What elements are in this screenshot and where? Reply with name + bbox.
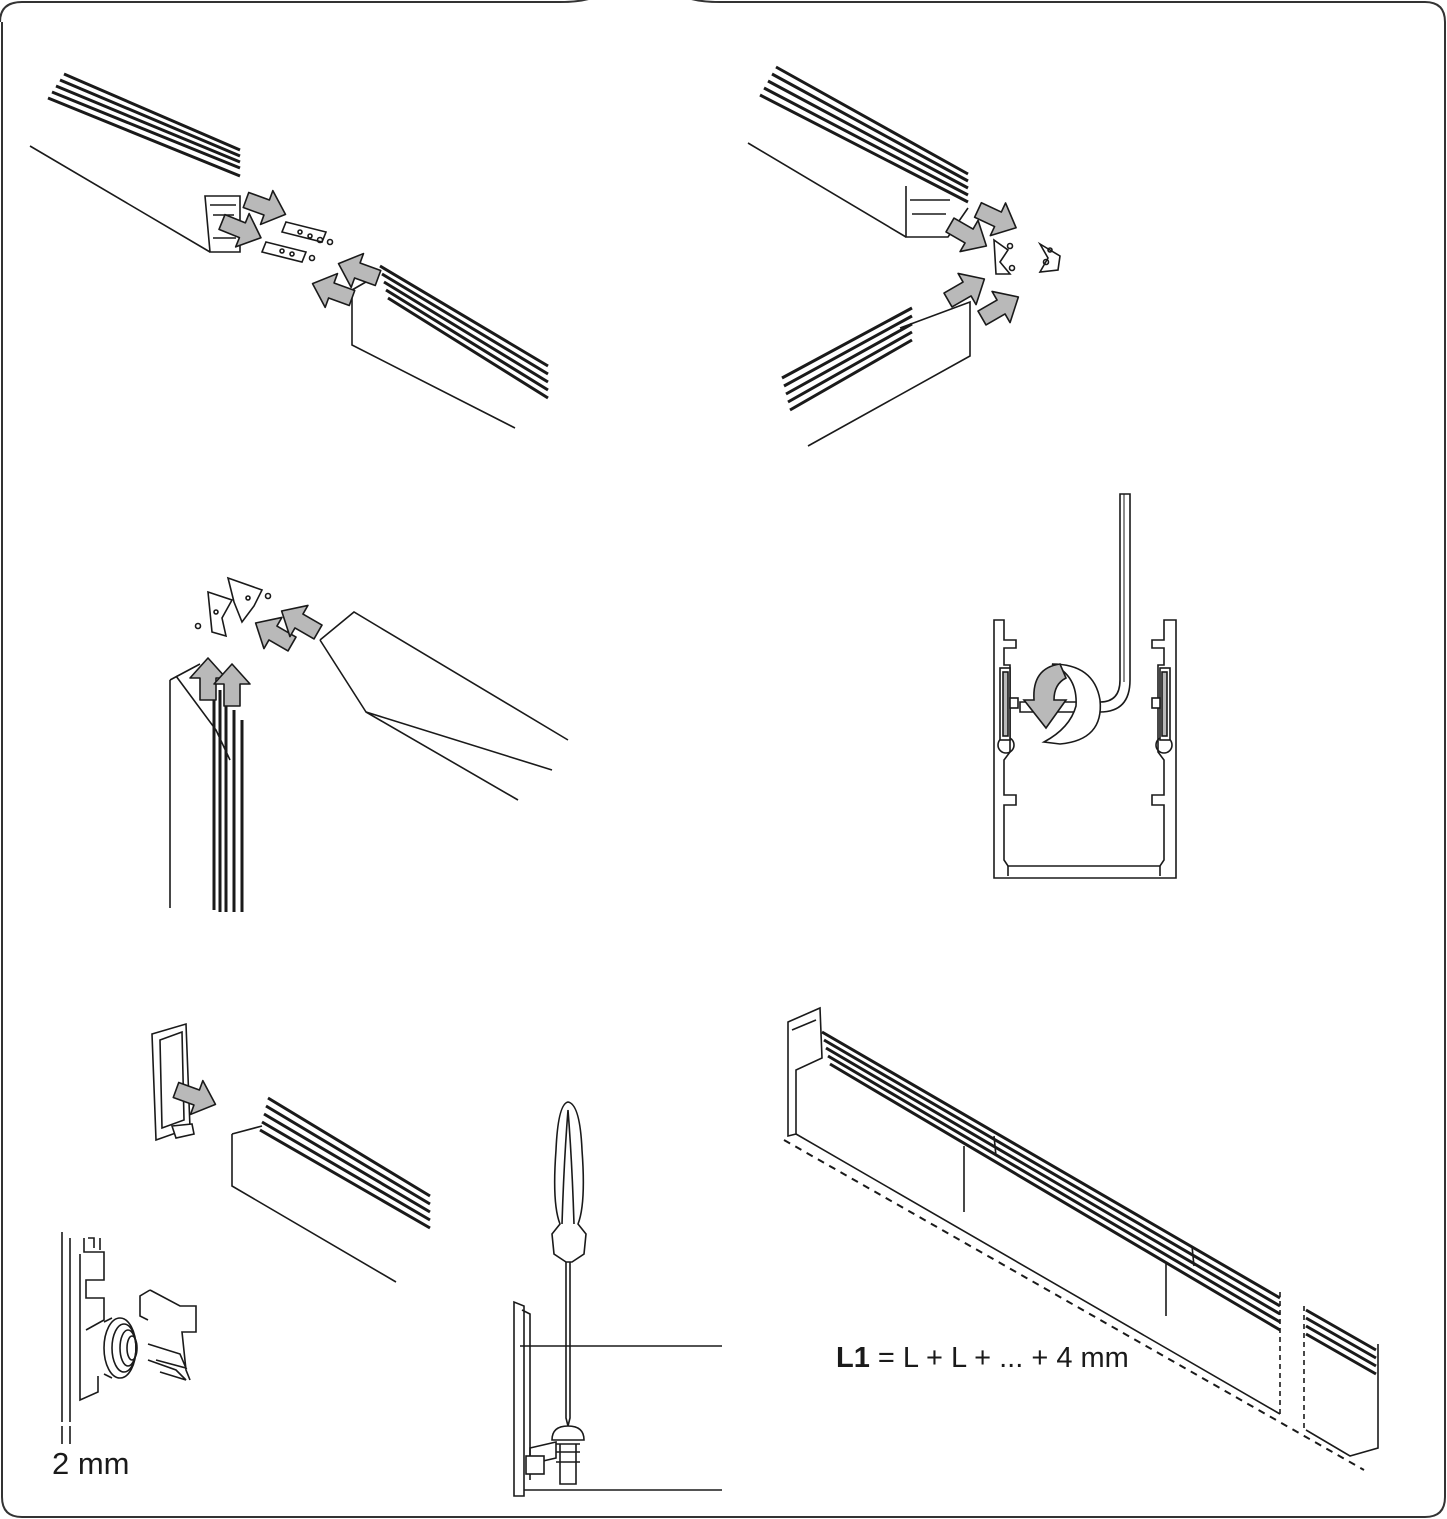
hex-key xyxy=(1019,493,1131,713)
long-profile xyxy=(795,1030,1379,1457)
profile-left xyxy=(29,72,241,253)
nut xyxy=(103,1317,138,1379)
formula-variable: L1 xyxy=(836,1342,870,1374)
gap-marker xyxy=(61,1426,71,1444)
panel-cross-section xyxy=(993,493,1177,879)
gap-label: 2 mm xyxy=(52,1446,130,1481)
corner-plates xyxy=(194,576,272,638)
profile-section xyxy=(993,619,1177,879)
panel-straight-joint xyxy=(29,72,549,429)
panel-screwdriver xyxy=(513,1101,722,1497)
break-marks xyxy=(1279,1292,1305,1432)
panel-corner-joint-vertical xyxy=(169,576,569,912)
screwdriver-handle xyxy=(551,1101,587,1263)
corner-brackets xyxy=(993,238,1061,275)
screw xyxy=(551,1425,585,1485)
connector-plates xyxy=(260,221,334,263)
profile-straight xyxy=(231,1096,431,1283)
rotate-arrow xyxy=(1022,663,1102,745)
profile-lower xyxy=(781,300,971,447)
end-cap-left xyxy=(787,1006,823,1138)
panel-gap-detail xyxy=(61,1232,197,1444)
profile-vertical xyxy=(169,663,244,912)
profile-upper xyxy=(747,65,969,238)
profile-diagonal xyxy=(319,611,569,801)
length-formula: L1 = L + L + ... + 4 mm xyxy=(836,1342,1129,1375)
mounting-plate xyxy=(513,1300,531,1497)
formula-expression: = L + L + ... + 4 mm xyxy=(869,1342,1129,1374)
panel-corner-joint-horizontal xyxy=(747,65,1061,447)
panel-end-cap xyxy=(151,1022,431,1283)
panel-length xyxy=(783,1006,1379,1471)
screwdriver-shaft xyxy=(565,1262,571,1427)
profile-right xyxy=(351,264,549,429)
end-cap xyxy=(151,1022,191,1142)
